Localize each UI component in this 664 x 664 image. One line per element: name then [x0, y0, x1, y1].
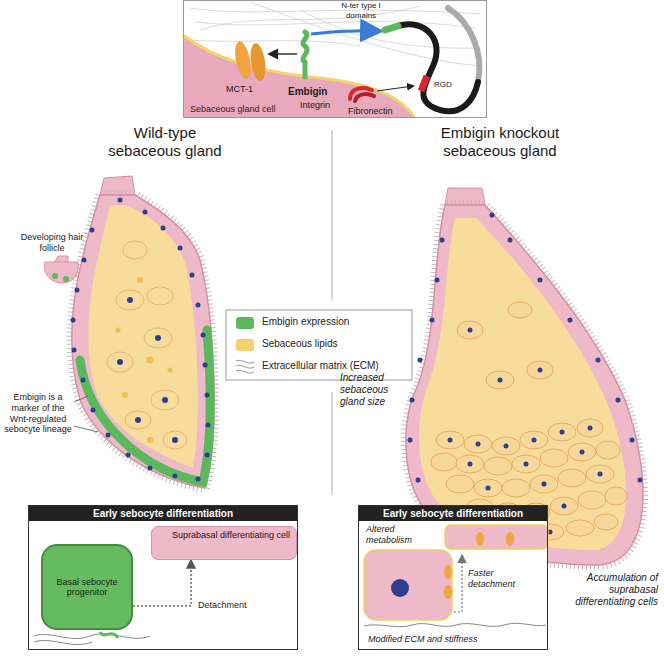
legend-box: [226, 310, 412, 380]
annotation-label: Faster detachment: [468, 568, 530, 590]
wild-type-gland: [45, 176, 214, 488]
annotation-label: Embigin knockout sebaceous gland: [430, 124, 570, 160]
node-text: Sebaceous gland cell: [190, 104, 276, 114]
panel-box: Sebaceous gland cell: [183, 0, 487, 118]
node-text: Suprabasal differentiating cell: [152, 527, 296, 543]
node-text: Early sebocyte differentiation: [29, 506, 297, 521]
annotation-label: Altered metabolism: [366, 524, 438, 546]
legend-swatch: [236, 317, 254, 329]
annotation-label: Modified ECM and stiffness: [368, 634, 544, 645]
node-text: Basal sebocyte progenitor: [43, 573, 131, 601]
ecm-sample: [236, 360, 254, 373]
legend-text: Embigin expression: [262, 316, 349, 327]
node-text: Early sebocyte differentiation: [359, 506, 547, 521]
annotation-label: Wild-type sebaceous gland: [100, 124, 230, 160]
knockout-detail: [358, 505, 548, 650]
connector-label: Detachment: [196, 600, 249, 610]
annotation-label: Increased sebaceous gland size: [340, 372, 398, 408]
annotation-label: Integrin: [300, 100, 346, 111]
legend-text: Sebaceous lipids: [262, 338, 338, 349]
cell-box: Basal sebocyte progenitor: [41, 544, 133, 630]
legend-swatch: [236, 339, 254, 351]
annotation-label: Embigin: [288, 86, 338, 98]
legend-text: Extracellular matrix (ECM): [262, 360, 379, 371]
cell-box: Suprabasal differentiating cell: [151, 526, 297, 560]
annotation-label: N-ter type I domains: [330, 1, 392, 20]
annotation-label: Accumulation of suprabasal differentiati…: [552, 572, 658, 608]
annotation-label: Fibronectin: [348, 106, 402, 117]
molecule-panel: [183, 0, 487, 118]
annotation-label: Embigin is a marker of the Wnt-regulated…: [4, 392, 72, 435]
annotation-label: RGD: [434, 80, 460, 90]
dotted-connector: [133, 561, 191, 606]
wild-type-detail: [28, 505, 298, 650]
annotation-label: MCT-1: [226, 84, 266, 95]
annotation-label: Developing hair follicle: [12, 232, 92, 254]
panel-box: Early sebocyte differentiationSuprabasal…: [28, 505, 298, 650]
